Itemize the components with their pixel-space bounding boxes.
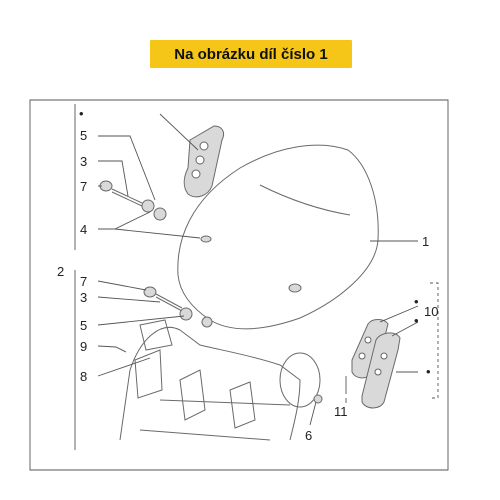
leader-7b (97, 280, 147, 291)
rubber-washer-upper (153, 207, 167, 221)
leader-9 (97, 345, 117, 348)
callout-3-upper: 3 (80, 154, 87, 169)
plate-hole (191, 169, 201, 179)
fairing-panel-left (134, 349, 163, 399)
leader-dot-r1 (379, 305, 419, 323)
nut-6 (313, 394, 323, 404)
callout-5-upper: 5 (80, 128, 87, 143)
rubber-grommet-upper (141, 199, 155, 213)
leader-8 (97, 357, 151, 377)
bracket-hole (358, 352, 366, 360)
assembly-frame (29, 99, 449, 471)
callout-10: 10 (424, 304, 438, 319)
leader-5a (98, 135, 156, 201)
callout-7-lower: 7 (80, 274, 87, 289)
leader-dot-r2 (391, 321, 419, 337)
rubber-grommet-lower (179, 307, 193, 321)
plate-hole (195, 155, 205, 165)
windshield-part (177, 144, 379, 330)
part-number-banner: Na obrázku díl číslo 1 (150, 40, 352, 68)
callout-3-lower: 3 (80, 290, 87, 305)
fairing-detail-lines (139, 399, 291, 441)
callout-8: 8 (80, 369, 87, 384)
callout-dot-right-2: • (414, 313, 419, 328)
callout-dot-right-1: • (414, 294, 419, 309)
callout-dot-top: • (79, 106, 84, 121)
callout-7-upper: 7 (80, 179, 87, 194)
leader-6 (309, 401, 317, 426)
callout-dot-right-3: • (426, 364, 431, 379)
rubber-washer-lower (201, 316, 213, 328)
plate-hole (199, 141, 209, 151)
screw-head-lower (143, 286, 157, 298)
bracket-hole (374, 368, 382, 376)
callout-9: 9 (80, 339, 87, 354)
callout-4: 4 (80, 222, 87, 237)
oval-gasket (279, 352, 321, 408)
bracket-hole (380, 352, 388, 360)
bracket-hole (364, 336, 372, 344)
callout-2: 2 (57, 264, 64, 279)
windshield-hole-left (200, 235, 212, 243)
small-screw (115, 346, 127, 353)
callout-5-lower: 5 (80, 318, 87, 333)
windshield-detail-line (259, 184, 351, 216)
leader-5b (97, 315, 185, 326)
leader-3b (97, 296, 161, 303)
screw-shank-upper (111, 188, 143, 207)
leader-4 (98, 211, 201, 239)
group-10-dashed-frame (430, 282, 439, 399)
fairing-panel-mid (179, 369, 206, 421)
front-fairing (119, 326, 301, 441)
callout-6: 6 (305, 428, 312, 443)
leader-3a (98, 160, 129, 197)
screw-shank-lower (155, 293, 183, 312)
leader-top-dot (159, 113, 199, 151)
windshield-hole-right (288, 283, 302, 293)
fairing-panel-right (229, 381, 256, 429)
callout-11: 11 (334, 404, 348, 419)
fairing-mount-left (139, 319, 173, 351)
callout-1: 1 (422, 234, 429, 249)
